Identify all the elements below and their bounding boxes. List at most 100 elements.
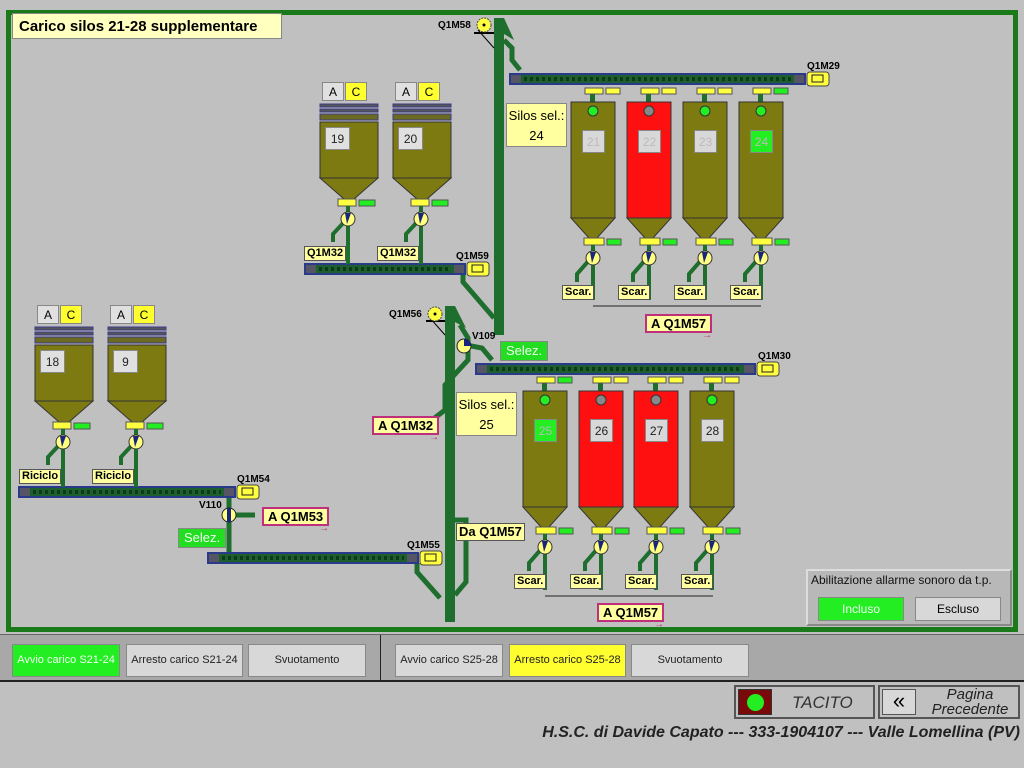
outlet-indicator (431, 199, 449, 207)
selez-button-v109[interactable]: Selez. (500, 341, 549, 361)
silo-23 (681, 87, 734, 300)
outlet-indicator (614, 527, 630, 535)
alarm-incluso-button[interactable]: Incluso (818, 597, 904, 621)
outlet-indicator (358, 199, 376, 207)
precedente-text: Precedente (931, 701, 1009, 718)
outlet-valve (591, 526, 613, 535)
outlet-indicator (718, 238, 734, 246)
silos-sel-label: Silos sel.: (458, 397, 515, 412)
silo-20-a-button[interactable]: A (395, 82, 417, 101)
silo-number-18: 18 (40, 350, 65, 373)
silo-9-c-button[interactable]: C (133, 305, 155, 324)
motor-label-q1m30: Q1M30 (758, 351, 791, 362)
status-dot-icon (643, 105, 655, 117)
top-valve-indicator (773, 87, 789, 95)
silos-sel-value: 25 (479, 417, 494, 432)
status-dot-icon (595, 394, 607, 406)
plant-diagram (18, 17, 830, 622)
alarm-panel: Abilitazione allarme sonoro da t.p. Incl… (806, 569, 1012, 626)
conveyor-q1m55 (207, 550, 443, 566)
top-valve (640, 87, 660, 95)
elevator-q1m56 (426, 306, 466, 622)
silo-19 (318, 103, 380, 264)
scarico-label-26: Scar. (570, 574, 603, 589)
top-valve-indicator (605, 87, 621, 95)
silo-22 (625, 87, 678, 300)
motor-label-q1m59: Q1M59 (456, 251, 489, 262)
motor-label-q1m58: Q1M58 (438, 20, 471, 31)
silo-18-a-button[interactable]: A (37, 305, 59, 324)
top-valve-indicator (661, 87, 677, 95)
silo-cone (681, 217, 729, 239)
status-dot-icon (587, 105, 599, 117)
silo-body (738, 101, 784, 219)
status-dot-icon (755, 105, 767, 117)
dest-a-q1m53: A Q1M53 (262, 507, 329, 536)
scarico-label-24: Scar. (730, 285, 763, 300)
silo-number-26: 26 (590, 419, 613, 442)
top-valve (703, 376, 723, 384)
silo-cone (688, 506, 736, 528)
silo-26 (577, 376, 630, 590)
selez-button-v110[interactable]: Selez. (178, 528, 227, 548)
silos-sel-value: 24 (529, 128, 544, 143)
outlet-valve (583, 237, 605, 246)
motor-label-q1m29: Q1M29 (807, 61, 840, 72)
command-bar: Avvio carico S21-24 Arresto carico S21-2… (0, 634, 1024, 682)
outlet-valve (535, 526, 557, 535)
valve-label-v109: V109 (472, 331, 496, 342)
start-load-s21-24-button[interactable]: Avvio carico S21-24 (12, 644, 120, 677)
top-valve (752, 87, 772, 95)
silo-20-c-button[interactable]: C (418, 82, 440, 101)
status-dot-icon (699, 105, 711, 117)
silo-number-19: 19 (325, 127, 350, 150)
silo-number-24: 24 (750, 130, 773, 153)
empty-s25-28-button[interactable]: Svuotamento (631, 644, 749, 677)
outlet-indicator (606, 238, 622, 246)
silo-cone (632, 506, 680, 528)
outlet-valve (751, 237, 773, 246)
silo-28 (688, 376, 741, 590)
top-valve-indicator (613, 376, 629, 384)
pagina-text: Pagina (946, 686, 994, 703)
silo-number-27: 27 (645, 419, 668, 442)
valve-icon-v110 (221, 507, 237, 523)
gear-icon-q1m56 (427, 306, 443, 322)
top-valve (584, 87, 604, 95)
outlet-valve (410, 198, 430, 207)
silo-number-25: 25 (534, 419, 557, 442)
top-valve-indicator (717, 87, 733, 95)
elevator-q1m58 (474, 18, 522, 335)
dest-a-q1m57-top: A Q1M57 (645, 314, 712, 343)
valve-label-v110: V110 (199, 500, 222, 511)
stop-load-s25-28-button[interactable]: Arresto carico S25-28 (509, 644, 626, 677)
outlet-label-19: Q1M32 (304, 246, 347, 261)
silo-number-22: 22 (638, 130, 661, 153)
motor-label-q1m55: Q1M55 (407, 540, 440, 551)
silo-cone (318, 177, 380, 200)
alarm-lamp (738, 689, 772, 715)
outlet-valve (695, 237, 717, 246)
alarm-escluso-button[interactable]: Escluso (915, 597, 1001, 621)
outlet-indicator (662, 238, 678, 246)
silo-19-c-button[interactable]: C (345, 82, 367, 101)
top-valve-indicator (668, 376, 684, 384)
outlet-label-9: Riciclo (92, 469, 135, 484)
top-valve (696, 87, 716, 95)
start-load-s25-28-button[interactable]: Avvio carico S25-28 (395, 644, 503, 677)
stop-load-s21-24-button[interactable]: Arresto carico S21-24 (126, 644, 243, 677)
tacito-button[interactable]: TACITO (734, 685, 875, 719)
double-chevron-left-icon: « (882, 689, 916, 715)
silo-body (633, 390, 679, 508)
empty-s21-24-button[interactable]: Svuotamento (248, 644, 366, 677)
silo-body (522, 390, 568, 508)
silo-9-a-button[interactable]: A (110, 305, 132, 324)
scarico-label-23: Scar. (674, 285, 707, 300)
silo-19-a-button[interactable]: A (322, 82, 344, 101)
silo-18-c-button[interactable]: C (60, 305, 82, 324)
silo-24 (737, 87, 790, 300)
outlet-valve (646, 526, 668, 535)
outlet-valve (125, 421, 145, 430)
